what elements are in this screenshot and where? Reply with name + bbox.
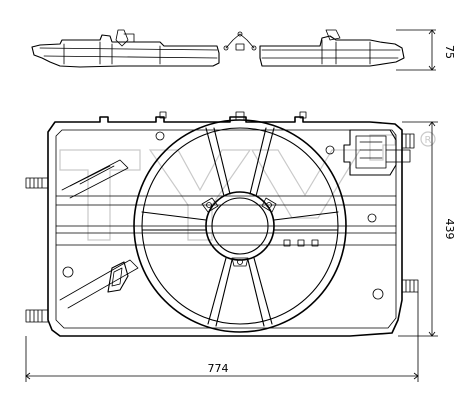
fixing-hole-bottom-right	[372, 288, 384, 300]
connector-plug	[385, 149, 411, 163]
watermark-letter-t	[59, 149, 141, 241]
connector-inner	[355, 135, 387, 169]
vent-slots	[283, 239, 319, 247]
fixing-hole-top-right	[325, 145, 335, 155]
watermark-logo: R	[59, 131, 436, 241]
connector-pins	[359, 141, 383, 159]
left-upper-brace	[61, 159, 129, 199]
width-arrows	[25, 372, 419, 380]
spoke-top-left	[205, 127, 231, 197]
top-right-clip	[299, 111, 307, 119]
hub-boss-right-hole	[266, 202, 272, 208]
watermark-letter-v	[250, 149, 362, 219]
top-center-clip	[235, 111, 245, 121]
top-height-arrows	[428, 29, 436, 71]
dimensions: 439 774	[25, 121, 456, 382]
right-lower-tab	[401, 279, 419, 293]
watermark-mark	[369, 134, 396, 161]
fan-ring-inner	[141, 127, 339, 325]
left-lower-brace	[59, 259, 139, 309]
hub-boss-left-hole	[206, 202, 212, 208]
top-view-pin-1	[223, 45, 229, 51]
front-view	[25, 111, 419, 337]
top-view-left-clip-arm	[123, 33, 135, 43]
right-upper-tab	[401, 133, 415, 149]
top-view-right-clip	[325, 29, 341, 41]
top-height-dimension-line	[396, 29, 436, 71]
spoke-right	[273, 211, 339, 231]
hub-boss-right	[261, 197, 277, 213]
shroud-inner-frame	[55, 129, 397, 329]
hub-boss-left	[201, 197, 219, 213]
top-view: 75	[31, 29, 456, 71]
watermark-letter-y	[148, 149, 252, 241]
height-arrows	[428, 121, 436, 337]
fixing-hole-top-left	[155, 131, 165, 141]
top-view-left-edge	[39, 47, 218, 51]
top-view-pin-2	[237, 31, 243, 37]
left-lower-clip-inner	[111, 267, 123, 287]
hub-boss-bottom-hole	[237, 259, 243, 265]
connector-housing	[343, 129, 397, 176]
watermark-trademark-circle	[420, 131, 436, 147]
top-view-center-connector	[225, 33, 255, 49]
top-view-right-body	[259, 35, 405, 67]
shroud-outer-frame	[47, 116, 403, 337]
hub-boss-bottom	[231, 257, 249, 267]
motor-hub-inner	[211, 197, 269, 255]
top-view-center-block	[235, 43, 245, 51]
spoke-bottom-right	[247, 257, 273, 327]
top-view-pin-3	[251, 45, 257, 51]
top-view-left-inner	[43, 55, 218, 59]
top-view-right-ribs	[321, 39, 371, 65]
watermark-trademark: R	[425, 135, 432, 146]
motor-hub-outer	[205, 191, 275, 261]
top-view-left-body	[31, 34, 220, 68]
fixing-hole-left	[62, 266, 74, 278]
spoke-bottom-left	[207, 257, 233, 327]
width-label: 774	[208, 362, 229, 375]
left-upper-tab	[25, 177, 49, 189]
top-left-clip	[159, 111, 167, 119]
spoke-left	[141, 211, 207, 231]
top-view-left-ribs	[63, 41, 161, 65]
left-lower-tab	[25, 309, 49, 323]
spoke-top-right	[249, 127, 275, 197]
top-height-label: 75	[443, 45, 456, 59]
left-brace-ribs	[69, 165, 115, 187]
left-lower-clip	[107, 261, 129, 293]
fixing-hole-right	[367, 213, 377, 223]
top-view-left-clip	[115, 29, 129, 47]
width-dimension-line	[25, 292, 419, 382]
height-label: 439	[443, 219, 456, 240]
